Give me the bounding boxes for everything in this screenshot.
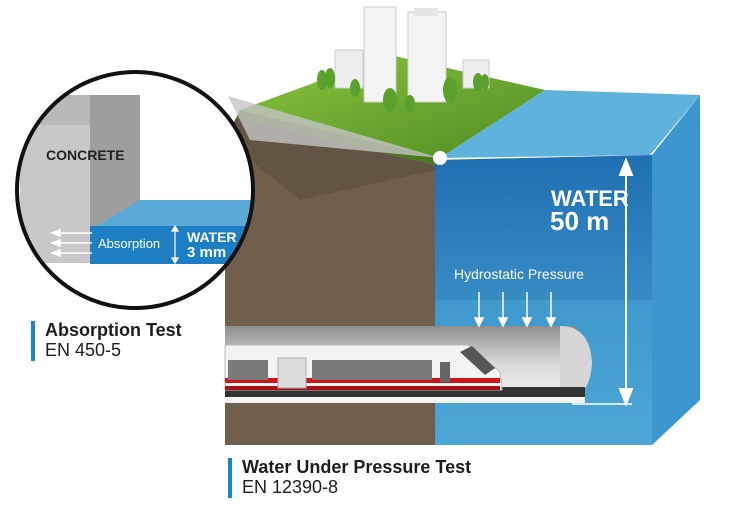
concrete-label: CONCRETE [46,147,125,163]
caption-standard: EN 12390-8 [242,476,339,497]
water-top [440,90,700,158]
inset-depth-arrow [170,224,180,265]
hydrostatic-pressure-label: Hydrostatic Pressure [454,266,584,282]
caption-title: Water Under Pressure Test [242,457,472,477]
water-label: WATER [551,186,629,211]
caption-title: Absorption Test [45,320,182,340]
callout-point [433,151,447,165]
absorption-test-caption: Absorption Test EN 450-5 [31,320,182,361]
caption-standard: EN 450-5 [45,339,122,360]
city-buildings [334,6,490,103]
trees [317,68,489,113]
water-side [652,95,700,445]
depth-arrow [572,157,634,407]
inset-water-label: WATER [187,229,237,245]
absorption-label: Absorption [98,236,161,251]
water-pressure-test-caption: Water Under Pressure Test EN 12390-8 [228,457,472,498]
absorption-arrows [49,228,92,258]
train [224,344,503,391]
inset-water-depth: 3 mm [187,244,227,261]
water-depth: 50 m [550,206,610,236]
pressure-arrows [473,292,557,328]
inset-water-top [90,200,253,230]
inset-circle [15,70,255,310]
callout-connector [228,96,440,158]
